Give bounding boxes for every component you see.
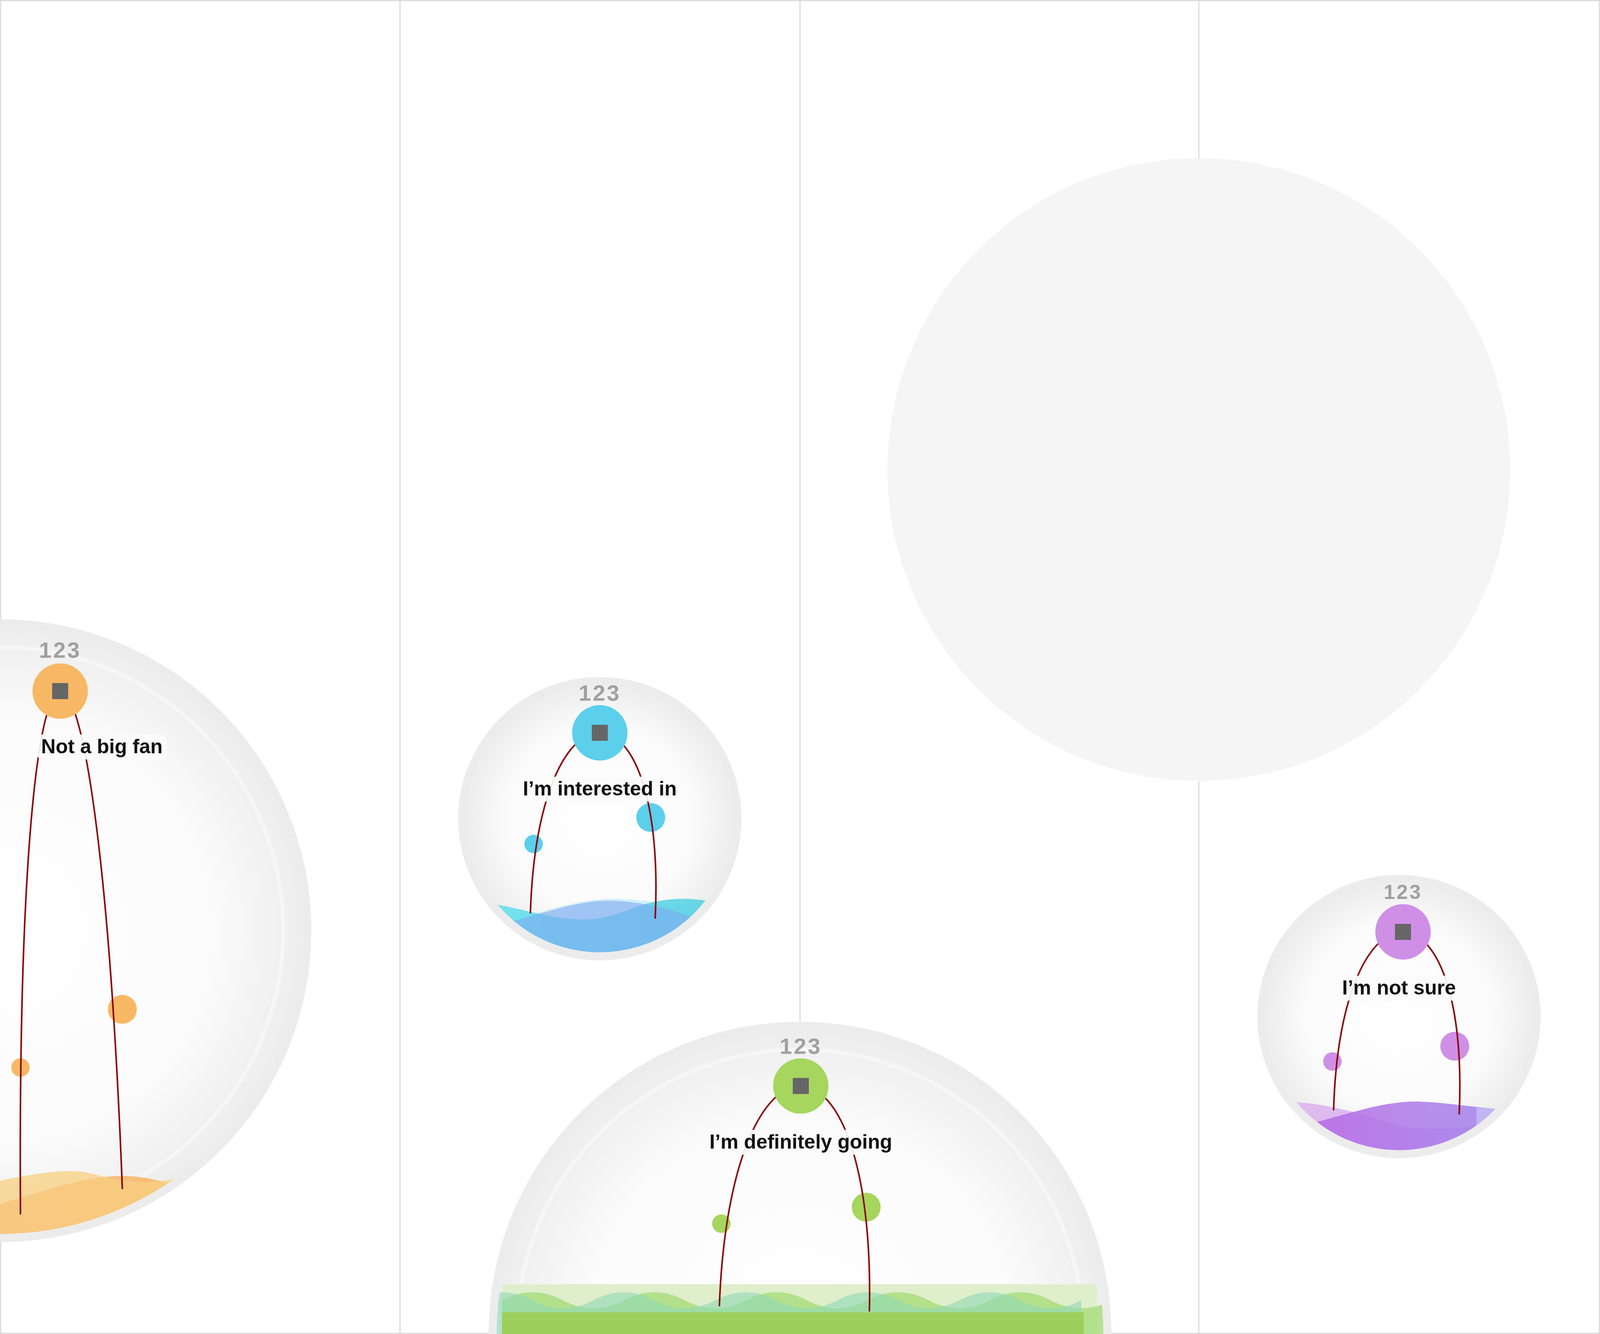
count-number: 123 — [578, 680, 621, 706]
bubble-label: Not a big fan — [37, 734, 167, 760]
bubble-outline — [1257, 874, 1541, 1158]
bubble-ring — [492, 1025, 1108, 1334]
wave — [501, 1291, 1112, 1334]
small-dot — [524, 834, 543, 853]
bubble-label: I’m not sure — [1338, 975, 1460, 1001]
bubble-label: I’m interested in — [518, 776, 681, 802]
arc-line — [20, 691, 123, 1215]
orange-bubble-art — [0, 627, 304, 1284]
count-number: 123 — [779, 1033, 822, 1059]
bubble-node: 123I’m definitely going — [488, 1021, 1112, 1334]
bubble-ring — [1261, 878, 1537, 1154]
bubble-fill — [496, 1029, 1104, 1334]
bubble-label: I’m definitely going — [705, 1129, 897, 1155]
bubble-node: 123Not a big fan — [0, 619, 312, 1242]
anchor-square — [1394, 923, 1412, 940]
column-line — [399, 0, 401, 1334]
bubble-node: 123I’m not sure — [1257, 874, 1541, 1158]
anchor-square — [52, 682, 69, 699]
bubble-node: 123I’m interested in — [458, 676, 742, 961]
wave-band — [501, 1311, 1084, 1334]
empty-bubble — [887, 158, 1511, 781]
bubble-highlight — [0, 647, 284, 1214]
small-dot — [1323, 1051, 1342, 1071]
arc-line — [719, 1085, 870, 1312]
bubble-outline — [0, 619, 312, 1242]
arc-line — [1333, 931, 1460, 1115]
anchor-square — [591, 724, 608, 741]
bubble-ring — [462, 680, 738, 957]
bubble-fill — [0, 627, 304, 1234]
count-number: 123 — [38, 637, 82, 663]
count-dot — [773, 1057, 829, 1114]
small-dot — [1440, 1031, 1470, 1061]
count-number: 123 — [1383, 880, 1423, 903]
anchor-square — [792, 1077, 809, 1094]
arc-line — [530, 732, 656, 919]
count-dot — [1375, 903, 1431, 960]
bubble-outline — [458, 676, 742, 961]
green-bubble-art — [471, 1029, 1112, 1334]
count-dot — [572, 704, 628, 761]
bubble-ring — [0, 623, 308, 1238]
count-dot — [32, 663, 88, 719]
bubble-outline — [488, 1021, 1112, 1334]
blue-bubble-art — [441, 684, 763, 963]
